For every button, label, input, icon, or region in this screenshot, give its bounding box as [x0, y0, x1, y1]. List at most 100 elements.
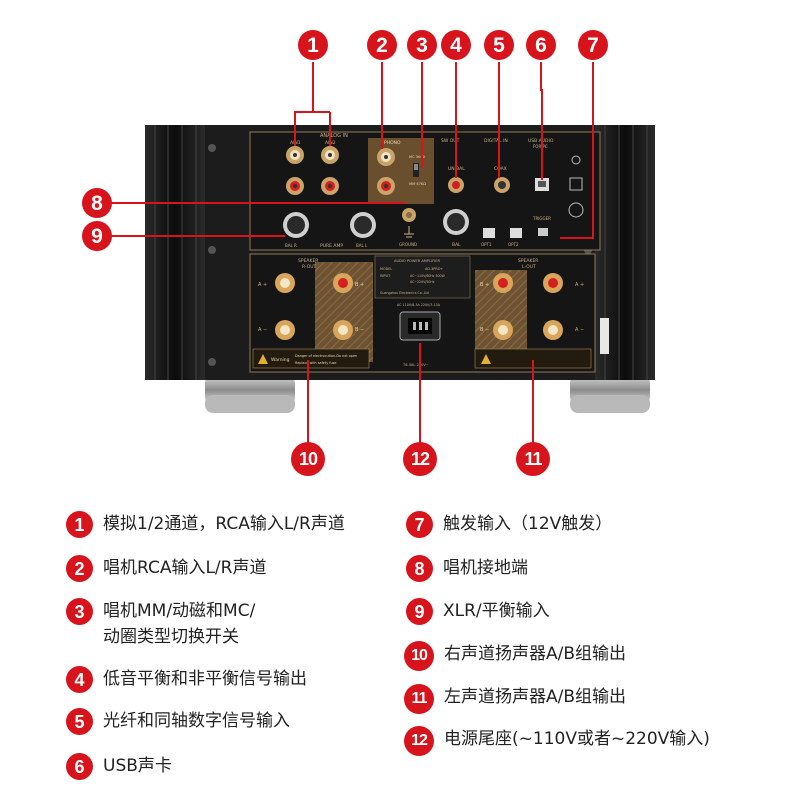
- callout-badge: 7: [578, 30, 608, 60]
- callout-badge: 8: [82, 188, 112, 218]
- legend-badge: 12: [404, 726, 434, 756]
- legend-item: 11 左声道扬声器A/B组输出: [404, 684, 626, 714]
- amplifier-rear-panel: ANALOG IN AIN1 AIN2 PHONO MC 3000 MM 47K…: [112, 62, 655, 445]
- plate-title: AUDIO POWER AMPLIFIER: [394, 259, 441, 263]
- warning-title: Warning: [271, 357, 290, 363]
- callout-badge: 4: [441, 30, 471, 60]
- phono-panel: [368, 138, 434, 204]
- callout-badge: 2: [367, 30, 397, 60]
- label-sw-out: SW OUT: [441, 138, 460, 144]
- legend-badge: 2: [66, 555, 93, 582]
- legend-item: 9 XLR/平衡输入: [406, 598, 550, 625]
- legend-text: 右声道扬声器A/B组输出: [444, 644, 627, 664]
- sw-out-jacks: [443, 177, 469, 235]
- legend-badge: 10: [404, 641, 434, 671]
- plate-input-label: INPUT: [380, 274, 391, 278]
- legend-badge: 5: [66, 708, 93, 735]
- label-a-plus-l: A +: [575, 282, 584, 288]
- label-for-pc: FOR PC: [533, 144, 548, 149]
- label-mm: MM 47KΩ: [409, 182, 426, 186]
- legend-text: 唱机RCA输入L/R声道: [103, 558, 267, 578]
- rca-jacks-analog: [286, 146, 339, 195]
- label-speaker-l: SPEAKER: [518, 258, 538, 264]
- label-analog-in: ANALOG IN: [320, 133, 348, 139]
- label-usb-audio: USB AUDIO: [528, 138, 554, 144]
- right-feet: [570, 375, 650, 413]
- label-l-out: L-OUT: [522, 264, 536, 270]
- label-pure-amp: PURE AMP: [320, 243, 343, 249]
- warning-label-right: [252, 348, 370, 369]
- legend-text: USB声卡: [103, 756, 172, 776]
- right-heatsink: [595, 125, 655, 380]
- warning-text-2: Replace with safety fuse: [295, 361, 337, 365]
- legend-text: 唱机接地端: [443, 558, 528, 578]
- plate-company: Guangzhou Electronics Co.,Ltd: [380, 291, 429, 295]
- binding-posts: [275, 273, 563, 340]
- legend-item: 5 光纤和同轴数字信号输入: [66, 708, 290, 735]
- label-a-minus-r: A −: [258, 327, 267, 333]
- label-opt2: OPT2: [508, 242, 519, 247]
- plate-input-value: AC~110V/60Hz 500W: [410, 274, 446, 278]
- label-phono: PHONO: [384, 140, 401, 146]
- label-b-plus-l: B +: [480, 282, 489, 288]
- legend-text: 左声道扬声器A/B组输出: [444, 687, 627, 707]
- callout-badge: 1: [298, 30, 328, 60]
- plate-input-value-2: AC~220V/50Hz: [410, 280, 435, 284]
- spec-plate: [374, 255, 471, 299]
- legend-text: 低音平衡和非平衡信号输出: [103, 669, 307, 689]
- legend-text-line-2: 动圈类型切换开关: [103, 627, 239, 647]
- label-mc: MC 3000: [409, 155, 426, 159]
- ground-post: [402, 208, 416, 238]
- label-b-plus-r: B +: [355, 282, 364, 288]
- legend-badge: 3: [66, 598, 93, 625]
- legend-item: 10 右声道扬声器A/B组输出: [404, 641, 626, 671]
- legend-text: 唱机MM/动磁和MC/: [103, 601, 256, 621]
- left-heatsink: [145, 125, 205, 380]
- xlr-inputs: [283, 212, 376, 238]
- callout-badge: 5: [484, 30, 514, 60]
- label-ground: GROUND: [399, 242, 417, 247]
- callout-badge: 12: [403, 442, 437, 476]
- warning-text-1: Danger of electrocution-Do not open: [295, 354, 357, 358]
- legend-item: 6 USB声卡: [66, 753, 172, 780]
- legend-item: 2 唱机RCA输入L/R声道: [66, 555, 266, 582]
- label-bal: BAL: [452, 242, 461, 248]
- label-bal-l: BAL L: [356, 243, 368, 248]
- callout-badge: 6: [526, 30, 556, 60]
- label-bal-r: BAL R: [285, 243, 297, 248]
- label-digital-in: DIGITAL IN: [484, 138, 508, 144]
- legend-text: 电源尾座(~110V或者~220V输入): [444, 729, 710, 749]
- label-speaker-r: SPEAKER: [298, 258, 318, 264]
- legend-item: 3 唱机MM/动磁和MC/ 动圈类型切换开关: [66, 598, 255, 650]
- legend-badge: 6: [66, 753, 93, 780]
- digital-in-jacks: [483, 177, 522, 238]
- plate-model-label: MODEL: [380, 267, 392, 271]
- label-r-out: R-OUT: [302, 264, 317, 270]
- callout-leader-lines: [112, 62, 594, 445]
- legend-badge: 8: [406, 555, 433, 582]
- label-trigger: TRIGGER: [532, 216, 551, 221]
- label-b-minus-l: B −: [480, 327, 489, 333]
- rca-jacks-phono: [377, 148, 419, 195]
- plate-model-value: AD-3PRO+: [425, 267, 443, 271]
- legend-badge: 11: [404, 684, 434, 714]
- legend-text: 光纤和同轴数字信号输入: [103, 711, 290, 731]
- label-fuse-rating: AC 110V/6.3A 220V/3.15A: [397, 303, 441, 307]
- label-fuse-value: T6.3AL 250V~: [402, 363, 429, 367]
- legend-text: 模拟1/2通道，RCA输入L/R声道: [103, 514, 345, 534]
- legend-item: 7 触发输入（12V触发）: [406, 511, 612, 538]
- label-a-plus-r: A +: [258, 282, 267, 288]
- label-coax: COAX: [494, 166, 507, 172]
- callout-badge: 10: [291, 442, 325, 476]
- callout-badge: 9: [82, 221, 112, 251]
- legend-badge: 9: [406, 598, 433, 625]
- callout-badge: 3: [407, 30, 437, 60]
- power-inlet: [399, 311, 441, 341]
- cert-symbols: [568, 155, 584, 218]
- legend-badge: 7: [406, 511, 433, 538]
- legend-item: 4 低音平衡和非平衡信号输出: [66, 666, 307, 693]
- label-a-minus-l: A −: [575, 327, 584, 333]
- legend-item: 1 模拟1/2通道，RCA输入L/R声道: [66, 511, 345, 538]
- legend-item: 8 唱机接地端: [406, 555, 528, 582]
